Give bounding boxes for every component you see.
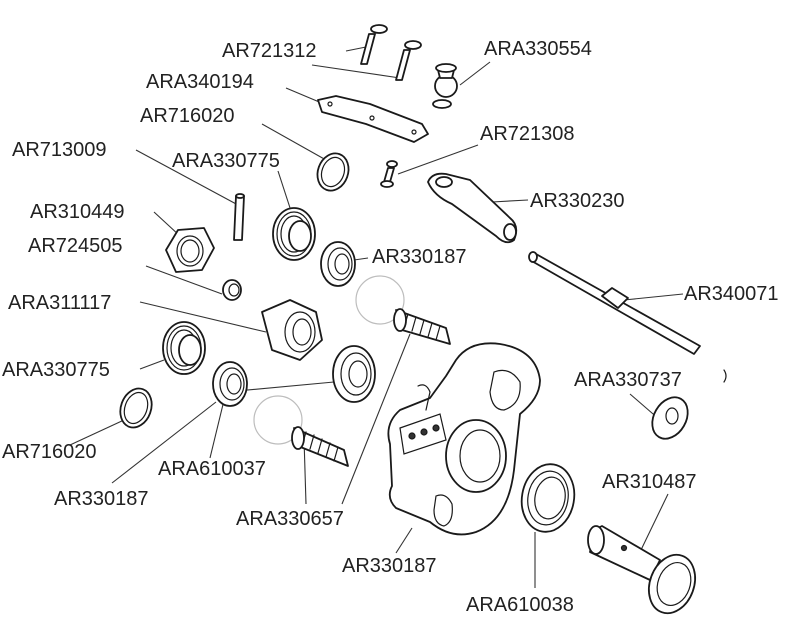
steering-link-icon (427, 172, 518, 244)
small-screw-icon (380, 160, 398, 188)
leader-ar310487 (639, 493, 669, 553)
leader-ar330230 (491, 199, 529, 203)
parts (119, 24, 727, 615)
label-ara330554: ARA330554 (484, 38, 592, 60)
pin-screw-icon (360, 24, 388, 65)
label-ara330737: ARA330737 (574, 369, 682, 391)
pin-icon (233, 193, 245, 241)
leader-ar340071 (623, 293, 684, 301)
leader-ar721308 (397, 144, 479, 175)
leader-ara330775-left (139, 359, 165, 370)
leader-ara311117 (139, 301, 267, 333)
o-ring-icon (316, 152, 350, 192)
part-labels: AR721312 ARA330554 ARA340194 AR716020 AR… (2, 38, 779, 616)
hex-adapter-icon (261, 299, 323, 361)
leader-ar716020-left (69, 419, 125, 446)
label-ar716020-left: AR716020 (2, 441, 97, 463)
leader-ar721312 (345, 46, 367, 52)
threaded-bushing-icon (272, 207, 316, 261)
pin-screw-icon (395, 40, 422, 81)
nut-icon (165, 227, 215, 273)
insert-icon (222, 279, 242, 301)
label-ara340194: ARA340194 (146, 71, 254, 93)
leader-ara330657-b (341, 333, 411, 505)
label-ar721308: AR721308 (480, 123, 575, 145)
o-ring-icon (119, 387, 153, 429)
leader-ar310449 (153, 211, 181, 237)
turnbuckle-rod-icon (528, 251, 701, 355)
label-ar310449: AR310449 (30, 201, 125, 223)
leader-ar713009 (135, 149, 239, 206)
leader-lines (69, 46, 684, 588)
label-ara610037: ARA610037 (158, 458, 266, 480)
label-ar340071: AR340071 (684, 283, 779, 305)
label-ar330230: AR330230 (530, 190, 625, 212)
bearing-icon (332, 345, 376, 403)
label-ar310487: AR310487 (602, 471, 697, 493)
leader-ara330554 (459, 61, 491, 86)
label-ara330775-left: ARA330775 (2, 359, 110, 381)
label-ar330187-bottom: AR330187 (342, 555, 437, 577)
bearing-icon (212, 361, 248, 407)
threaded-bushing-icon (162, 321, 206, 375)
label-ara311117: ARA311117 (8, 292, 111, 314)
label-ar716020-top: AR716020 (140, 105, 235, 127)
leader-ar721312-b (311, 64, 401, 79)
label-ara610038: ARA610038 (466, 594, 574, 616)
label-ar724505: AR724505 (28, 235, 123, 257)
leader-ar330187-bottom (395, 527, 413, 554)
outdrive-axle-icon (587, 525, 696, 615)
label-ara330657: ARA330657 (236, 508, 344, 530)
label-ar330187-left: AR330187 (54, 488, 149, 510)
leader-ara330775-top (277, 170, 293, 215)
ball-stud-icon (253, 395, 349, 467)
label-ar713009: AR713009 (12, 139, 107, 161)
washer-icon (651, 369, 727, 440)
hub-carrier-icon (387, 342, 541, 536)
leader-ar330187-left (111, 401, 217, 484)
steering-plate-icon (317, 95, 429, 143)
leader-ar330187-top (353, 257, 369, 261)
label-ara330775-top: ARA330775 (172, 150, 280, 172)
ball-stud-icon (355, 275, 451, 345)
ball-stud-icon (432, 63, 458, 109)
leader-ar716020-top (261, 123, 327, 161)
bearing-large-icon (520, 463, 576, 533)
leader-ar724505 (145, 265, 223, 295)
label-ar330187-top: AR330187 (372, 246, 467, 268)
label-ar721312: AR721312 (222, 40, 317, 62)
bearing-icon (320, 241, 356, 287)
